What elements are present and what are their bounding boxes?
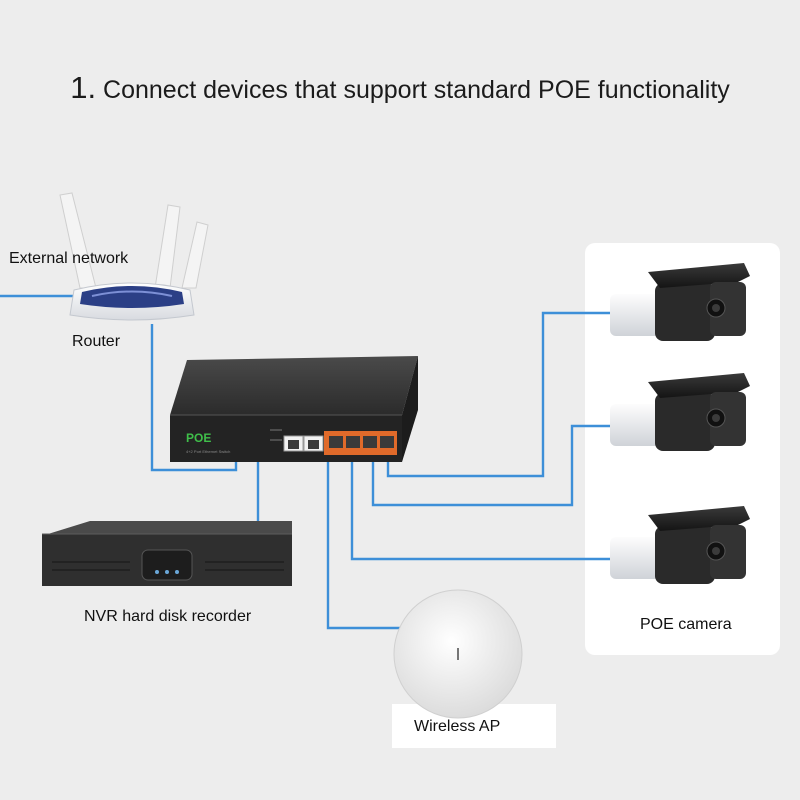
poe-camera-1: [610, 263, 750, 341]
cable-switch-cam2: [371, 424, 612, 507]
poe-ports: [324, 431, 397, 455]
poe-camera-3: [610, 506, 750, 584]
switch-subtitle: 4+2 Port Ethernet Switch: [186, 449, 230, 454]
poe-camera-2: [610, 373, 750, 451]
uplink-ports: [283, 435, 324, 452]
cable-switch-cam3: [350, 458, 612, 561]
title-text: Connect devices that support standard PO…: [103, 76, 730, 104]
router-antenna-left: [59, 192, 97, 289]
switch-brand: POE: [186, 431, 211, 445]
cable-router-switch: [150, 324, 238, 472]
router-antenna-right: [181, 221, 209, 289]
poe-switch: POE 4+2 Port Ethernet Switch: [170, 356, 418, 462]
wireless-ap: [393, 589, 523, 719]
label-wireless-ap: Wireless AP: [414, 718, 501, 735]
page-title: 1. Connect devices that support standard…: [0, 70, 800, 106]
label-external-network: External network: [9, 250, 129, 267]
cables: [0, 294, 612, 630]
router: [59, 192, 209, 321]
nvr-recorder: [42, 521, 292, 586]
title-number: 1.: [70, 70, 97, 105]
label-nvr: NVR hard disk recorder: [84, 608, 252, 625]
label-router: Router: [72, 333, 121, 350]
cable-switch-cam1: [386, 311, 612, 478]
cable-switch-ap: [326, 458, 400, 630]
router-antenna-mid: [154, 204, 181, 289]
label-poe-camera: POE camera: [640, 616, 732, 633]
